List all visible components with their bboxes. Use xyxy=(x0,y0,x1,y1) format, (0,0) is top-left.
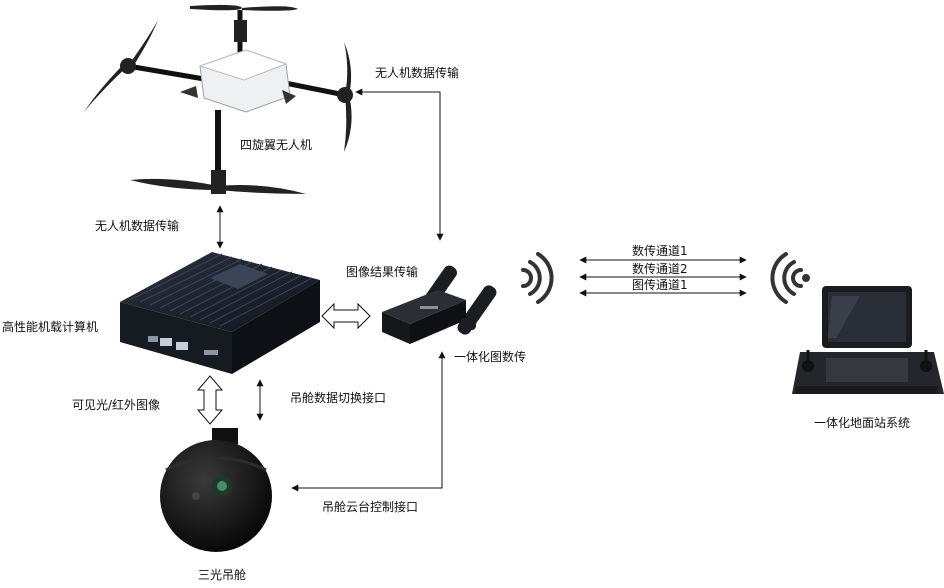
gimbal-ptz-label: 吊舱云台控制接口 xyxy=(322,500,419,514)
onboard-computer-image xyxy=(120,252,320,374)
drone-data-top-label: 无人机数据传输 xyxy=(375,66,460,80)
channel-label: 数传通道2 xyxy=(632,262,688,276)
channel-label: 数传通道1 xyxy=(632,244,688,258)
channel-label: 图传通道1 xyxy=(632,278,688,292)
quadcopter-drone-image xyxy=(84,4,353,194)
datalink-label: 一体化图数传 xyxy=(454,350,527,364)
connector-lines xyxy=(216,88,747,492)
image-result-hollow-arrow xyxy=(321,302,371,330)
gimbal-label: 三光吊舱 xyxy=(198,568,247,582)
image-result-label: 图像结果传输 xyxy=(346,265,419,279)
vis-ir-label: 可见光/红外图像 xyxy=(72,398,161,412)
ground-station-label: 一体化地面站系统 xyxy=(814,416,911,430)
datalink-device-image xyxy=(382,265,497,344)
wifi-icon xyxy=(521,252,554,304)
wifi-icon xyxy=(770,252,810,304)
vis-ir-hollow-arrow xyxy=(196,375,224,425)
gimbal-camera-image xyxy=(160,428,272,552)
drone-data-left-label: 无人机数据传输 xyxy=(95,219,180,233)
ground-station-image xyxy=(792,286,944,394)
gimbal-switch-label: 吊舱数据切换接口 xyxy=(290,391,387,405)
drone-label: 四旋翼无人机 xyxy=(240,138,313,152)
computer-label: 高性能机载计算机 xyxy=(2,320,99,334)
